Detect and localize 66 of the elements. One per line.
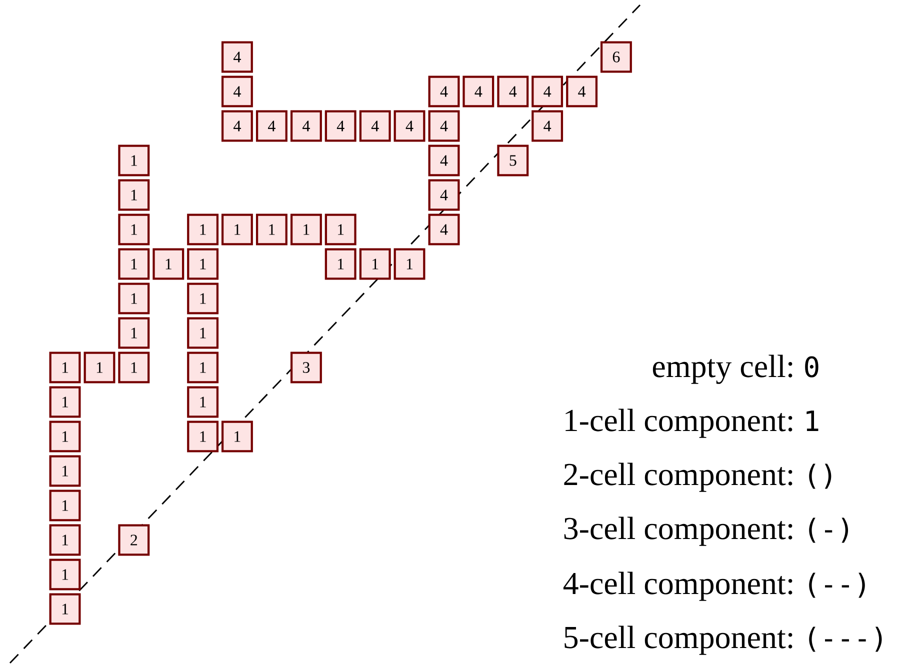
grid-cell: 4	[532, 110, 564, 142]
grid-cell: 1	[187, 214, 219, 246]
grid-cell: 4	[462, 76, 494, 108]
grid-cell: 4	[359, 110, 391, 142]
grid-cell: 1	[152, 248, 184, 280]
legend-text: 4-cell component:	[563, 572, 792, 601]
grid-cell: 1	[324, 248, 356, 280]
legend-code: ()	[809, 464, 832, 489]
grid-cell: 1	[359, 248, 391, 280]
grid-cell: 1	[49, 455, 81, 487]
grid-cell: 3	[290, 352, 322, 384]
grid-cell: 1	[118, 144, 150, 176]
legend-text: 2-cell component:	[564, 462, 792, 492]
grid-cell: 4	[497, 76, 529, 108]
grid-cell: 4	[394, 110, 426, 142]
grid-cell: 1	[290, 214, 322, 246]
grid-cell: 1	[221, 420, 253, 452]
grid-cell: 1	[187, 386, 219, 418]
grid-cell: 1	[187, 317, 219, 349]
grid-cell: 5	[497, 144, 529, 176]
legend-code: (-)	[809, 518, 848, 543]
grid-cell: 1	[49, 352, 81, 384]
grid-cell: 6	[600, 41, 632, 73]
legend-code: 1	[806, 410, 818, 431]
grid-cell: 4	[566, 76, 598, 108]
legend-text: 3-cell component:	[564, 516, 792, 546]
grid-cell: 1	[187, 420, 219, 452]
grid-cell: 4	[221, 41, 253, 73]
grid-cell: 1	[84, 352, 116, 384]
grid-cell: 1	[256, 214, 288, 246]
grid-cell: 1	[394, 248, 426, 280]
grid-cell: 4	[532, 76, 564, 108]
grid-cell: 4	[428, 179, 460, 211]
grid-cell: 4	[290, 110, 322, 142]
grid-cell: 4	[428, 76, 460, 108]
grid-cell: 1	[324, 214, 356, 246]
grid-cell: 4	[256, 110, 288, 142]
legend-code: (--)	[809, 572, 865, 598]
grid-cell: 1	[49, 490, 81, 522]
legend-text: 1-cell component:	[566, 408, 792, 438]
legend-code: 0	[805, 356, 818, 378]
legend-code: (---)	[809, 626, 882, 652]
legend-text: 5-cell component:	[564, 626, 792, 655]
grid-cell: 1	[187, 248, 219, 280]
grid-cell: 1	[49, 420, 81, 452]
grid-cell: 1	[118, 214, 150, 246]
legend-text: empty cell:	[652, 354, 792, 384]
grid-cell: 4	[428, 110, 460, 142]
grid-cell: 1	[118, 248, 150, 280]
grid-cell: 1	[187, 282, 219, 314]
grid-cell: 4	[428, 214, 460, 246]
grid-cell: 1	[118, 352, 150, 384]
grid-cell: 1	[49, 593, 81, 625]
grid-cell: 4	[221, 76, 253, 108]
grid-cell: 1	[187, 352, 219, 384]
grid-cell: 2	[118, 524, 150, 556]
grid-cell: 4	[221, 110, 253, 142]
grid-cell: 1	[118, 282, 150, 314]
grid-cell: 4	[428, 144, 460, 176]
grid-cell: 1	[49, 558, 81, 590]
grid-cell: 1	[118, 179, 150, 211]
grid-cell: 1	[118, 317, 150, 349]
grid-cell: 1	[221, 214, 253, 246]
grid-cell: 4	[324, 110, 356, 142]
grid-cell: 1	[49, 386, 81, 418]
grid-cell: 1	[49, 524, 81, 556]
